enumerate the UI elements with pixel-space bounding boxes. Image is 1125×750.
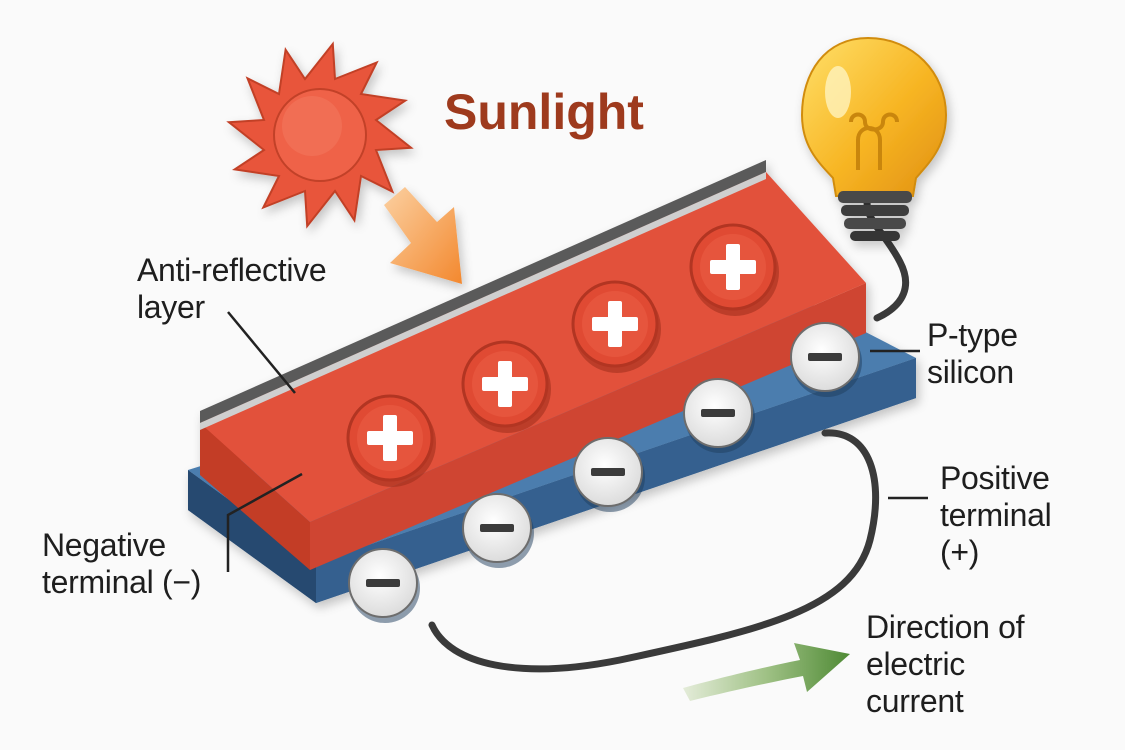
positive-terminal-label: Positive terminal (+) — [940, 460, 1052, 570]
sunlight-arrow-icon — [384, 187, 462, 284]
positive-charge-icon — [461, 340, 551, 433]
negative-terminal-leader — [226, 472, 303, 572]
leader-lines — [226, 311, 928, 572]
p-type-silicon-label: P-type silicon — [927, 317, 1018, 390]
light-bulb-icon — [800, 36, 948, 241]
positive-charge-icon — [689, 223, 779, 316]
current-direction-label: Direction of electric current — [866, 609, 1025, 719]
negative-charge-icon — [573, 437, 645, 512]
positive-charge-icon — [346, 394, 436, 487]
sun-icon — [226, 41, 414, 229]
positive-charge-icon — [571, 280, 661, 373]
negative-charge-icon — [348, 548, 420, 623]
negative-charges — [348, 322, 862, 623]
anti-reflective-leader — [227, 311, 296, 394]
negative-charge-icon — [790, 322, 862, 397]
anti-reflective-layer — [200, 160, 766, 430]
current-arrow-icon — [683, 643, 850, 701]
anti-reflective-label: Anti-reflective layer — [137, 252, 327, 325]
negative-charge-icon — [683, 378, 755, 453]
negative-charge-icon — [462, 493, 534, 568]
sunlight-title: Sunlight — [444, 84, 644, 140]
negative-terminal-label: Negative terminal (−) — [42, 527, 202, 600]
positive-charges — [346, 223, 779, 487]
